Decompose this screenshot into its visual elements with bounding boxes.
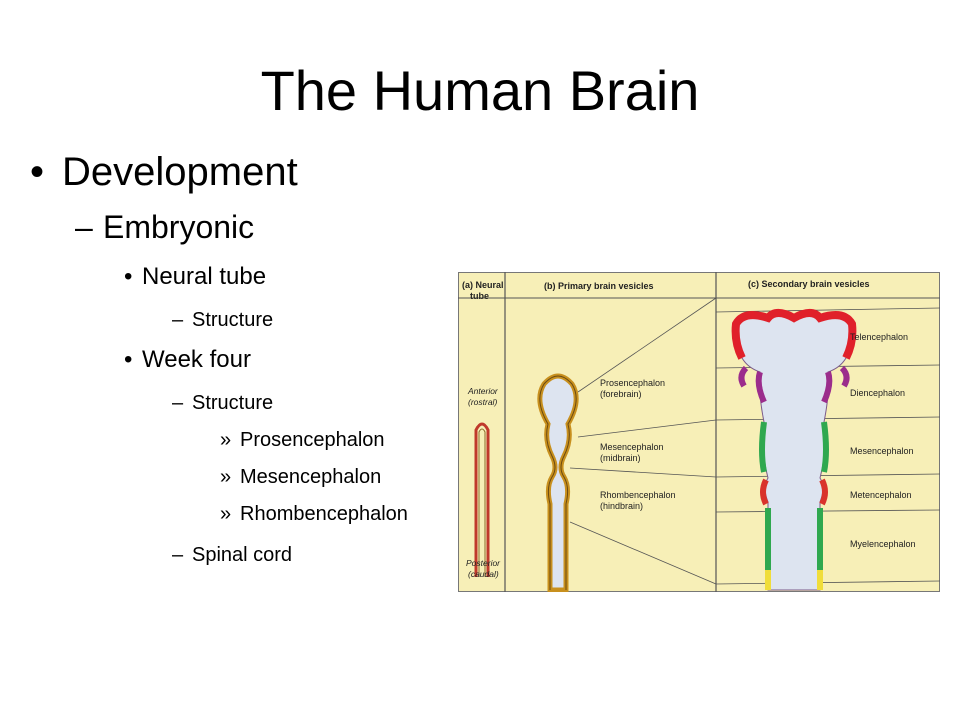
bullet-text: Development (62, 150, 298, 194)
diencephalon-label: Diencephalon (850, 388, 905, 398)
bullet-rhombencephalon: » Rhombencephalon (220, 501, 408, 527)
mesencephalon-primary-label: Mesencephalon (600, 442, 664, 452)
bullet-structure-2: –Structure (172, 390, 273, 416)
connector-line (577, 297, 717, 393)
bullet-marker: – (172, 544, 184, 566)
bullet-structure-1: –Structure (172, 307, 273, 333)
forebrain-label: (forebrain) (600, 389, 642, 399)
rostral-label: (rostral) (468, 397, 497, 407)
mesencephalon-label: Mesencephalon (850, 446, 914, 456)
bullet-neural-tube: • Neural tube (124, 262, 266, 292)
bullet-marker: • (124, 263, 133, 290)
region-divider (715, 416, 940, 421)
mesencephalon-wall (759, 421, 829, 473)
bullet-marker: » (220, 466, 232, 488)
bullet-marker: • (124, 346, 133, 373)
bullet-text: Week four (142, 346, 251, 373)
panel-c-heading: (c) Secondary brain vesicles (748, 279, 870, 289)
region-divider (715, 473, 940, 478)
panel-a-heading: (a) Neural (462, 280, 504, 290)
anterior-label: Anterior (467, 386, 499, 396)
telencephalon-wall (731, 309, 857, 360)
bullet-text: Spinal cord (192, 544, 293, 566)
bullet-text: Rhombencephalon (240, 503, 408, 525)
metencephalon-label: Metencephalon (850, 490, 912, 500)
brain-vesicles-figure: (a) Neural tube Anterior (rostral) Poste… (458, 272, 940, 592)
bullet-text: Mesencephalon (240, 466, 382, 488)
midbrain-label: (midbrain) (600, 453, 641, 463)
bullet-spinal-cord: –Spinal cord (172, 542, 292, 568)
metencephalon-wall (760, 478, 828, 506)
bullet-text: Prosencephalon (240, 429, 385, 451)
hindbrain-label: (hindbrain) (600, 501, 643, 511)
bullet-marker: – (172, 392, 184, 414)
diencephalon-wall (738, 365, 850, 404)
posterior-label: Posterior (466, 558, 501, 568)
bullet-prosencephalon: » Prosencephalon (220, 427, 385, 453)
connector-line (577, 419, 717, 438)
panel-b-heading: (b) Primary brain vesicles (544, 281, 654, 291)
bullet-text: Structure (192, 309, 274, 331)
bullet-text: Structure (192, 392, 274, 414)
bullet-mesencephalon: » Mesencephalon (220, 464, 381, 490)
prosencephalon-label: Prosencephalon (600, 378, 665, 388)
bullet-development: • Development (30, 148, 298, 196)
panel-a-heading-2: tube (470, 291, 489, 301)
bullet-embryonic: –Embryonic (75, 207, 254, 247)
caudal-label: (caudal) (468, 569, 499, 579)
bullet-week-four: • Week four (124, 345, 251, 375)
connector-line (569, 521, 717, 585)
bullet-marker: – (172, 309, 184, 331)
bullet-marker: • (30, 150, 45, 194)
region-divider (715, 509, 940, 513)
primary-vesicle-outline (539, 375, 577, 590)
bullet-marker: – (75, 209, 93, 245)
bullet-marker: » (220, 429, 232, 451)
slide-title: The Human Brain (260, 59, 700, 122)
connector-line (569, 467, 717, 478)
myelencephalon-wall (765, 508, 823, 570)
myelencephalon-label: Myelencephalon (850, 539, 916, 549)
rhombencephalon-primary-label: Rhombencephalon (600, 490, 676, 500)
region-divider (715, 580, 940, 585)
figure-paper (458, 272, 940, 592)
telencephalon-label: Telencephalon (850, 332, 908, 342)
bullet-text: Neural tube (142, 263, 267, 290)
neural-tube-inner (478, 428, 486, 577)
spinal-cord-wall (765, 570, 823, 590)
bullet-marker: » (220, 503, 232, 525)
neural-tube-outer (474, 422, 490, 577)
figure-border (458, 272, 940, 592)
bullet-text: Embryonic (103, 209, 255, 245)
